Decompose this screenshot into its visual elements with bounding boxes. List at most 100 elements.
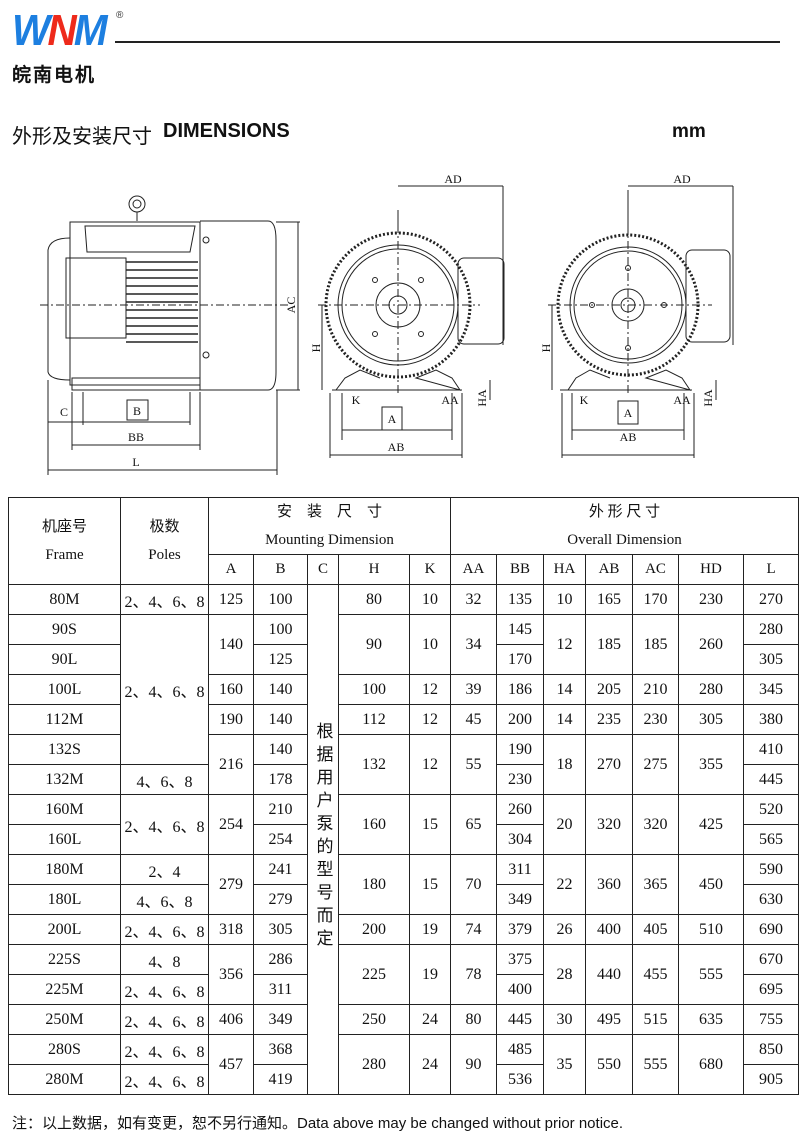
logo-letter-m: M [73,6,108,55]
cell-frame: 225M [8,974,121,1005]
cell-l: 905 [742,1064,800,1095]
cell-l: 445 [742,764,800,795]
cell-bb: 311 [496,854,544,885]
cell-a: 160 [208,674,254,705]
dim-label-a: A [388,412,397,426]
cell-a: 279 [208,854,254,915]
cell-ha: 28 [543,944,586,1005]
cell-l: 305 [742,644,800,675]
cell-ab: 185 [585,614,633,675]
cell-frame: 160L [8,824,121,855]
header-overall-cn: 外 形 尺 寸 [588,504,661,520]
cell-hd: 450 [678,854,744,915]
cell-frame: 200L [8,914,121,945]
cell-hd: 635 [678,1004,744,1035]
dim-label-k-2: K [580,393,589,407]
cell-bb: 190 [496,734,544,765]
front-view-1-drawing [318,185,505,458]
column-header-bb: BB [496,554,544,585]
header-frame-cn: 机座号 [41,519,87,535]
cell-poles: 2、4、6、8 [120,1004,209,1035]
company-name-cn: 皖南电机 [12,65,97,86]
column-header-c: C [307,554,339,585]
cell-aa: 34 [450,614,497,675]
cell-k: 12 [409,704,451,735]
cell-aa: 55 [450,734,497,795]
cell-k: 10 [409,614,451,675]
dim-label-ab: AB [388,440,405,454]
cell-b: 254 [253,824,308,855]
cell-frame: 250M [8,1004,121,1035]
cell-ac: 275 [632,734,679,795]
cell-frame: 80M [8,584,121,615]
cell-h: 200 [338,914,410,945]
cell-hd: 425 [678,794,744,855]
cell-l: 630 [742,884,800,915]
cell-k: 12 [409,734,451,795]
cell-bb: 145 [496,614,544,645]
cell-poles: 2、4、6、8 [120,1064,209,1095]
cell-b: 125 [253,644,308,675]
cell-b: 140 [253,704,308,735]
column-header-ha: HA [543,554,586,585]
cell-ac: 185 [632,614,679,675]
cell-h: 160 [338,794,410,855]
cell-l: 565 [742,824,800,855]
cell-ab: 165 [585,584,633,615]
cell-a: 356 [208,944,254,1005]
cell-frame: 280S [8,1034,121,1065]
cell-l: 695 [742,974,800,1005]
cell-poles: 2、4、6、8 [120,614,209,765]
header-frame-en: Frame [45,547,84,563]
cell-ha: 18 [543,734,586,795]
front-view-2-drawing [548,185,734,458]
c-column-note: 根据用户泵的型号而定 [313,722,333,952]
side-view-drawing [40,195,300,475]
cell-ab: 270 [585,734,633,795]
cell-poles: 4、6、8 [120,764,209,795]
column-header-hd: HD [678,554,744,585]
cell-bb: 445 [496,1004,544,1035]
cell-ac: 455 [632,944,679,1005]
cell-bb: 400 [496,974,544,1005]
cell-aa: 70 [450,854,497,915]
cell-h: 180 [338,854,410,915]
cell-a: 406 [208,1004,254,1035]
cell-ha: 22 [543,854,586,915]
header-overall-en: Overall Dimension [567,532,682,548]
cell-bb: 230 [496,764,544,795]
cell-frame: 90S [8,614,121,645]
cell-h: 132 [338,734,410,795]
column-header-a: A [208,554,254,585]
cell-h: 100 [338,674,410,705]
cell-ab: 235 [585,704,633,735]
cell-bb: 186 [496,674,544,705]
cell-h: 280 [338,1034,410,1095]
cell-bb: 170 [496,644,544,675]
cell-frame: 160M [8,794,121,825]
cell-ab: 550 [585,1034,633,1095]
cell-frame: 132M [8,764,121,795]
cell-a: 190 [208,704,254,735]
dim-label-aa-2: AA [673,393,691,407]
cell-frame: 180L [8,884,121,915]
cell-aa: 74 [450,914,497,945]
cell-aa: 39 [450,674,497,705]
cell-ac: 210 [632,674,679,705]
column-header-aa: AA [450,554,497,585]
cell-bb: 485 [496,1034,544,1065]
cell-k: 19 [409,914,451,945]
header-rule [115,41,780,43]
cell-h: 225 [338,944,410,1005]
cell-aa: 78 [450,944,497,1005]
cell-aa: 65 [450,794,497,855]
cell-b: 241 [253,854,308,885]
cell-ac: 365 [632,854,679,915]
